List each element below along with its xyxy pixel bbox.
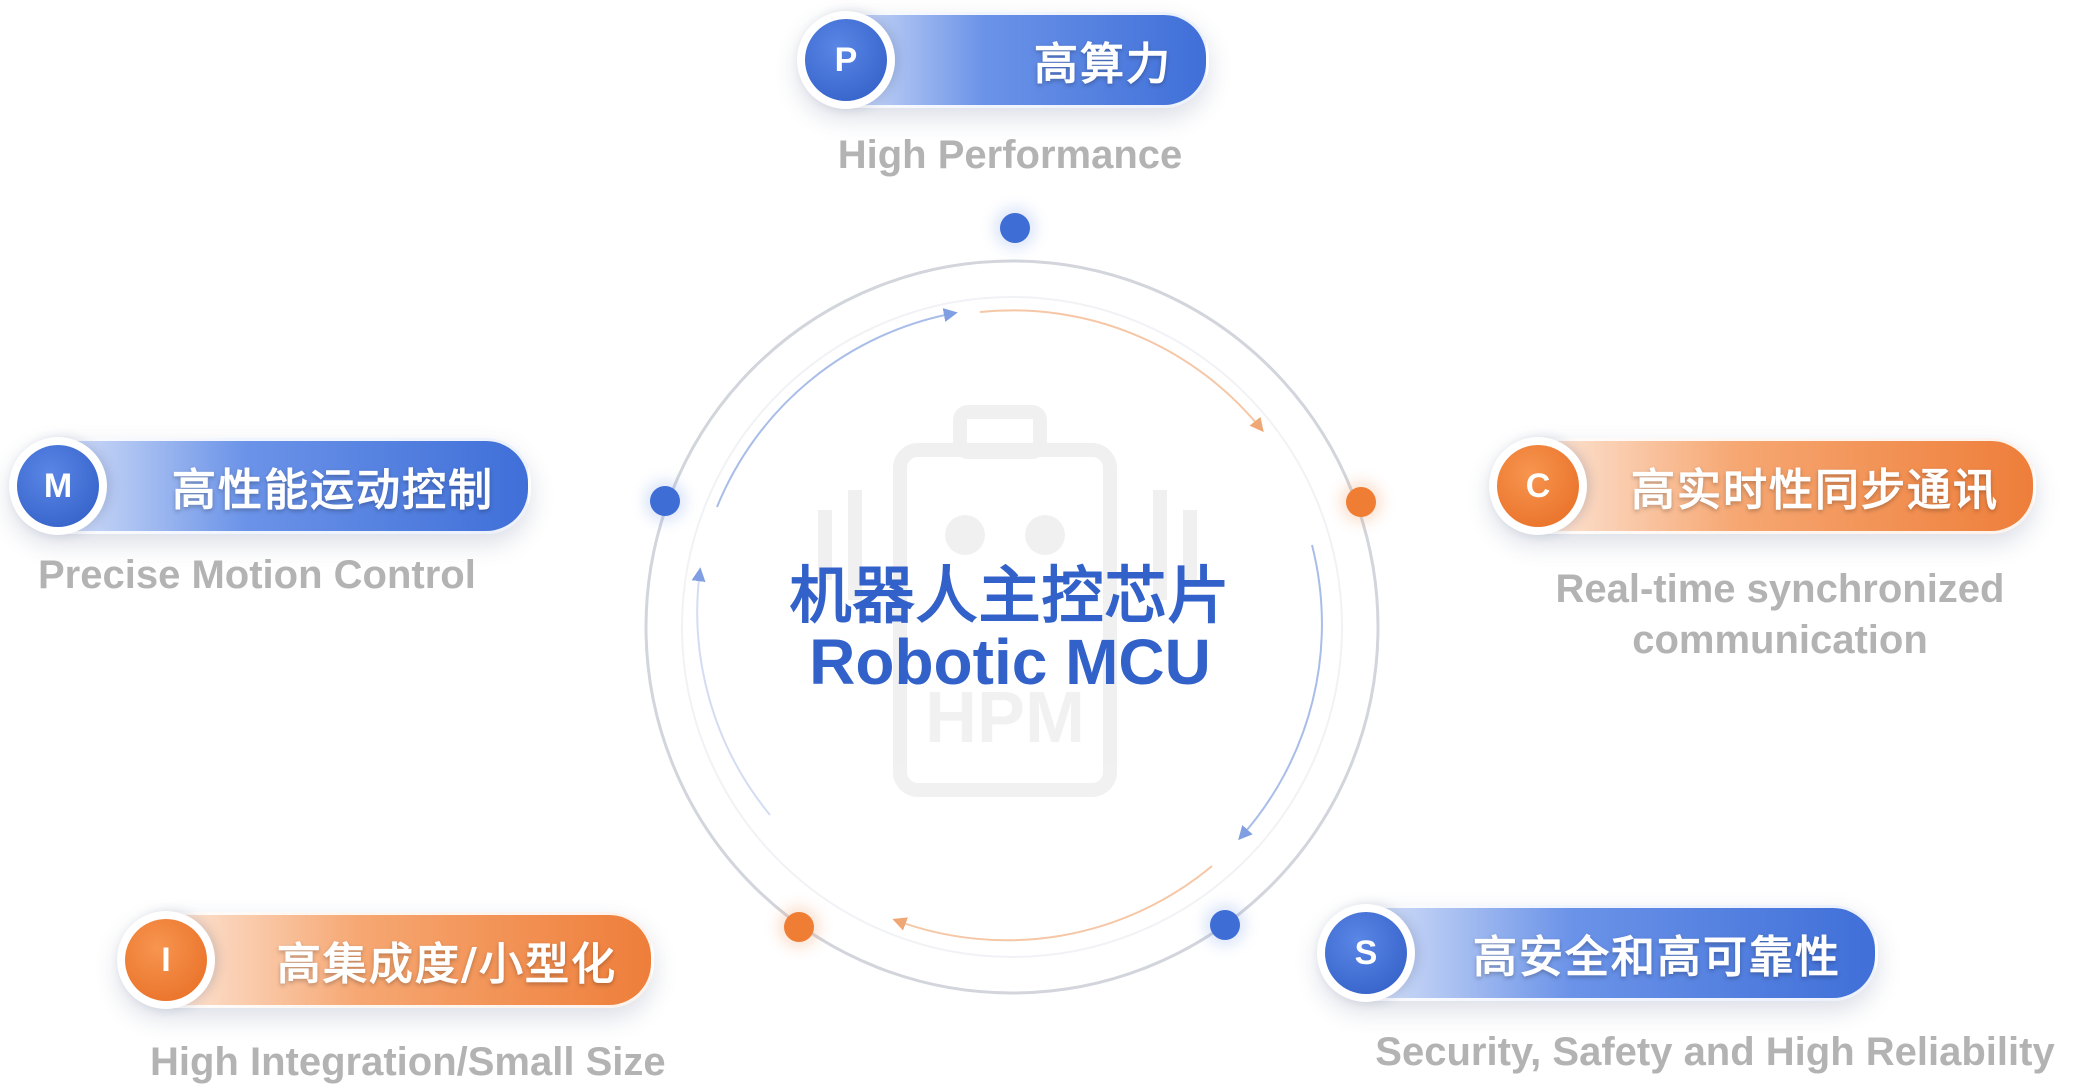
- pill-title-performance: 高算力: [1034, 39, 1172, 90]
- badge-letter-i: I: [125, 919, 207, 1001]
- badge-letter-p: P: [805, 19, 887, 101]
- badge-letter-m: M: [17, 445, 99, 527]
- pill-integration: I 高集成度/小型化: [117, 911, 654, 1009]
- watermark-text: HPM: [925, 678, 1085, 758]
- subtitle-communication-line1: Real-time synchronized: [1555, 567, 2005, 611]
- node-performance: [1000, 213, 1030, 243]
- node-motion: [650, 486, 680, 516]
- arc-right: [1238, 544, 1323, 841]
- pill-security: S 高安全和高可靠性: [1317, 904, 1878, 1002]
- outer-ring: [644, 259, 1380, 995]
- node-security: [1210, 910, 1240, 940]
- subtitle-communication-line2: communication: [1632, 618, 1928, 662]
- pill-title-integration: 高集成度/小型化: [276, 939, 617, 990]
- pill-motion: M 高性能运动控制: [9, 437, 531, 535]
- robot-watermark-icon: HPM: [818, 405, 1197, 797]
- pill-performance: P 高算力: [797, 11, 1209, 109]
- arc-bottom: [892, 865, 1213, 942]
- badge-integration: I: [117, 911, 215, 1009]
- pill-title-motion: 高性能运动控制: [172, 465, 494, 516]
- badge-letter-s: S: [1325, 912, 1407, 994]
- arc-left: [691, 567, 771, 816]
- node-integration: [784, 912, 814, 942]
- pill-title-communication: 高实时性同步通讯: [1631, 465, 1999, 516]
- subtitle-security: Security, Safety and High Reliability: [1375, 1030, 2055, 1074]
- center-title-cn: 机器人主控芯片: [789, 559, 1231, 632]
- badge-communication: C: [1489, 437, 1587, 535]
- center-title-en: Robotic MCU: [809, 626, 1211, 698]
- subtitle-motion: Precise Motion Control: [38, 553, 476, 597]
- pill-communication: C 高实时性同步通讯: [1489, 437, 2036, 535]
- badge-performance: P: [797, 11, 895, 109]
- subtitle-performance: High Performance: [837, 133, 1183, 177]
- inner-ring: [681, 296, 1343, 958]
- arc-top-right: [979, 309, 1264, 433]
- pill-title-security: 高安全和高可靠性: [1473, 932, 1841, 983]
- badge-letter-c: C: [1497, 445, 1579, 527]
- subtitle-integration: High Integration/Small Size: [150, 1040, 666, 1084]
- badge-security: S: [1317, 904, 1415, 1002]
- node-communication: [1346, 487, 1376, 517]
- badge-motion: M: [9, 437, 107, 535]
- arc-top-left: [716, 308, 958, 508]
